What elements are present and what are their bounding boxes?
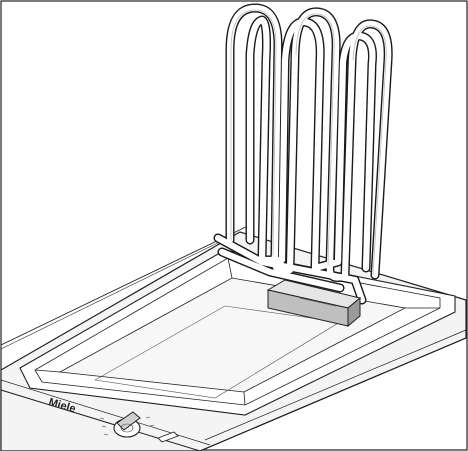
dial-scale [99, 416, 155, 436]
basin-wall-back [227, 257, 233, 279]
knob-center [120, 423, 134, 433]
hinge-side [347, 296, 361, 328]
countertop-edge-left-inner [0, 231, 241, 350]
hinge-slot [299, 297, 337, 307]
basin-wall-front [243, 391, 246, 406]
element-hinge-block [266, 279, 362, 328]
basin-wall-left [34, 369, 61, 373]
right-front-edge-inner [204, 329, 467, 441]
indicator-light [157, 431, 179, 443]
heating-element [213, 3, 393, 305]
countertop-edge-left [0, 224, 251, 346]
right-front-edge [199, 337, 467, 451]
front-bevel-line [0, 389, 201, 451]
temperature-knob[interactable] [113, 411, 141, 438]
